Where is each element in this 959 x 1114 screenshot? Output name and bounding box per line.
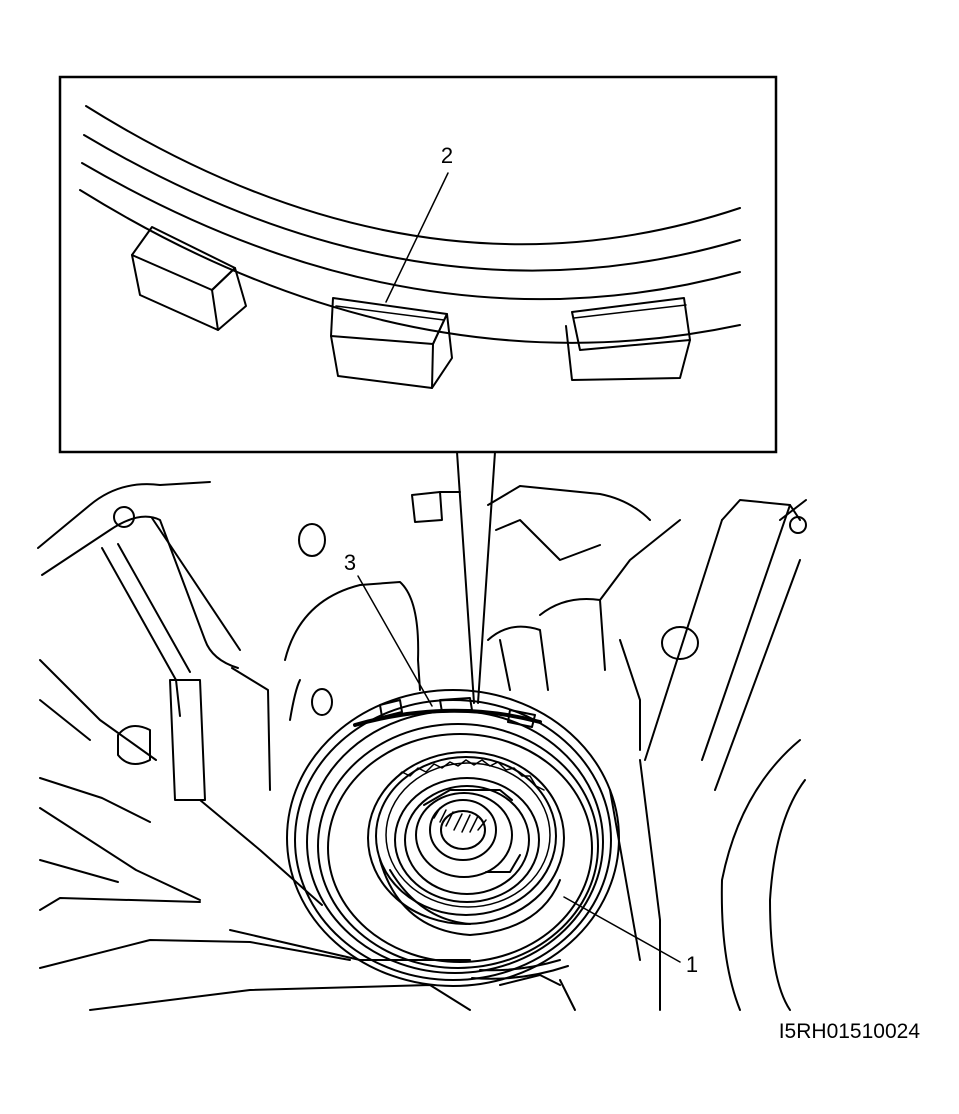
leader-1 bbox=[563, 896, 681, 963]
detail-inset: 2 bbox=[58, 75, 778, 454]
leader-3 bbox=[357, 575, 433, 707]
needle-bearing bbox=[429, 799, 497, 861]
leader-2 bbox=[385, 172, 449, 303]
spline-teeth bbox=[393, 759, 545, 791]
inset-ring-edges bbox=[79, 105, 741, 344]
callout-1: 1 bbox=[686, 952, 698, 977]
detail-frame bbox=[58, 75, 778, 454]
figure-id: I5RH01510024 bbox=[779, 1020, 921, 1043]
clutch-assembly bbox=[286, 689, 620, 987]
retainer-tab-left bbox=[131, 226, 247, 331]
transmission-case bbox=[37, 481, 807, 1011]
magnification-lines bbox=[456, 451, 496, 704]
retainer-tab-center bbox=[330, 297, 453, 389]
callout-2: 2 bbox=[441, 143, 453, 168]
callout-3: 3 bbox=[344, 550, 356, 575]
retainer-tab-right bbox=[565, 297, 691, 381]
